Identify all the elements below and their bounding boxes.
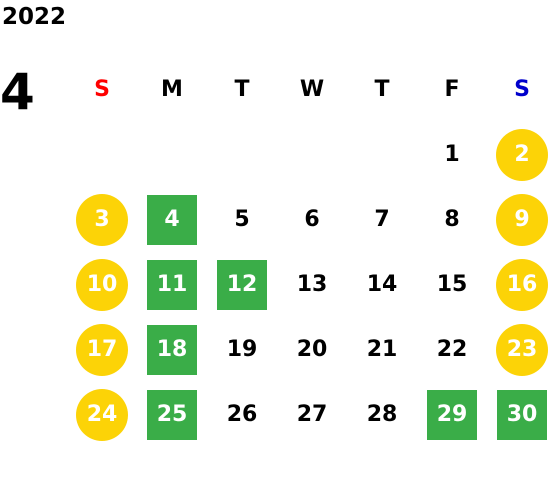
- day-cell: 15: [417, 252, 487, 317]
- day-number: [77, 130, 127, 180]
- weekday-friday: F: [444, 77, 460, 102]
- day-cell: 20: [277, 317, 347, 382]
- day-number: 10: [76, 258, 128, 311]
- day-number: 2: [496, 128, 548, 181]
- day-cell: 19: [207, 317, 277, 382]
- day-cell: 21: [347, 317, 417, 382]
- calendar-year: 2022: [2, 4, 67, 30]
- empty-cell: [137, 122, 207, 187]
- day-number: 27: [296, 402, 328, 427]
- day-cell: 11: [137, 252, 207, 317]
- empty-cell: [347, 122, 417, 187]
- day-cell: 3: [67, 187, 137, 252]
- weekday-sunday: S: [94, 77, 110, 102]
- empty-cell: [277, 122, 347, 187]
- day-cell: 18: [137, 317, 207, 382]
- day-number: 8: [444, 207, 460, 232]
- day-number: 19: [226, 337, 258, 362]
- day-number: 20: [296, 337, 328, 362]
- day-cell: 24: [67, 382, 137, 447]
- day-number: 30: [497, 389, 547, 440]
- day-number: 9: [496, 193, 548, 246]
- day-number: 23: [496, 323, 548, 376]
- day-cell: 30: [487, 382, 548, 447]
- day-number: 18: [147, 324, 197, 375]
- weekday-tuesday: T: [234, 77, 250, 102]
- day-cell: 17: [67, 317, 137, 382]
- weekday-wednesday: W: [299, 77, 325, 102]
- day-cell: 8: [417, 187, 487, 252]
- day-cell: 28: [347, 382, 417, 447]
- day-number: 1: [444, 142, 460, 167]
- day-cell: 23: [487, 317, 548, 382]
- day-cell: 6: [277, 187, 347, 252]
- day-number: [147, 130, 197, 180]
- day-number: [217, 130, 267, 180]
- day-cell: 9: [487, 187, 548, 252]
- day-number: 5: [234, 207, 250, 232]
- day-cell: 4: [137, 187, 207, 252]
- day-number: 4: [147, 194, 197, 245]
- day-number: 3: [76, 193, 128, 246]
- day-cell: 1: [417, 122, 487, 187]
- day-cell: 26: [207, 382, 277, 447]
- day-cell: 14: [347, 252, 417, 317]
- day-number: 29: [427, 389, 477, 440]
- day-number: 16: [496, 258, 548, 311]
- day-number: 22: [436, 337, 468, 362]
- day-cell: 16: [487, 252, 548, 317]
- day-cell: 29: [417, 382, 487, 447]
- weekday-saturday: S: [514, 77, 530, 102]
- day-number: 14: [366, 272, 398, 297]
- day-number: 26: [226, 402, 258, 427]
- day-number: 24: [76, 388, 128, 441]
- day-cell: 5: [207, 187, 277, 252]
- day-number: 6: [304, 207, 320, 232]
- day-number: [287, 130, 337, 180]
- day-cell: 2: [487, 122, 548, 187]
- day-number: 28: [366, 402, 398, 427]
- day-cell: 25: [137, 382, 207, 447]
- calendar-month: 4: [0, 63, 35, 121]
- day-number: 13: [296, 272, 328, 297]
- day-cell: 27: [277, 382, 347, 447]
- day-number: 7: [374, 207, 390, 232]
- day-number: 11: [147, 259, 197, 310]
- weekday-monday: M: [161, 77, 183, 102]
- day-cell: 7: [347, 187, 417, 252]
- weekday-thursday: T: [374, 77, 390, 102]
- day-number: [357, 130, 407, 180]
- day-cell: 13: [277, 252, 347, 317]
- day-cell: 12: [207, 252, 277, 317]
- day-cell: 22: [417, 317, 487, 382]
- day-number: 21: [366, 337, 398, 362]
- day-number: 17: [76, 323, 128, 376]
- empty-cell: [67, 122, 137, 187]
- day-cell: 10: [67, 252, 137, 317]
- day-number: 25: [147, 389, 197, 440]
- day-number: 12: [217, 259, 267, 310]
- empty-cell: [207, 122, 277, 187]
- day-number: 15: [436, 272, 468, 297]
